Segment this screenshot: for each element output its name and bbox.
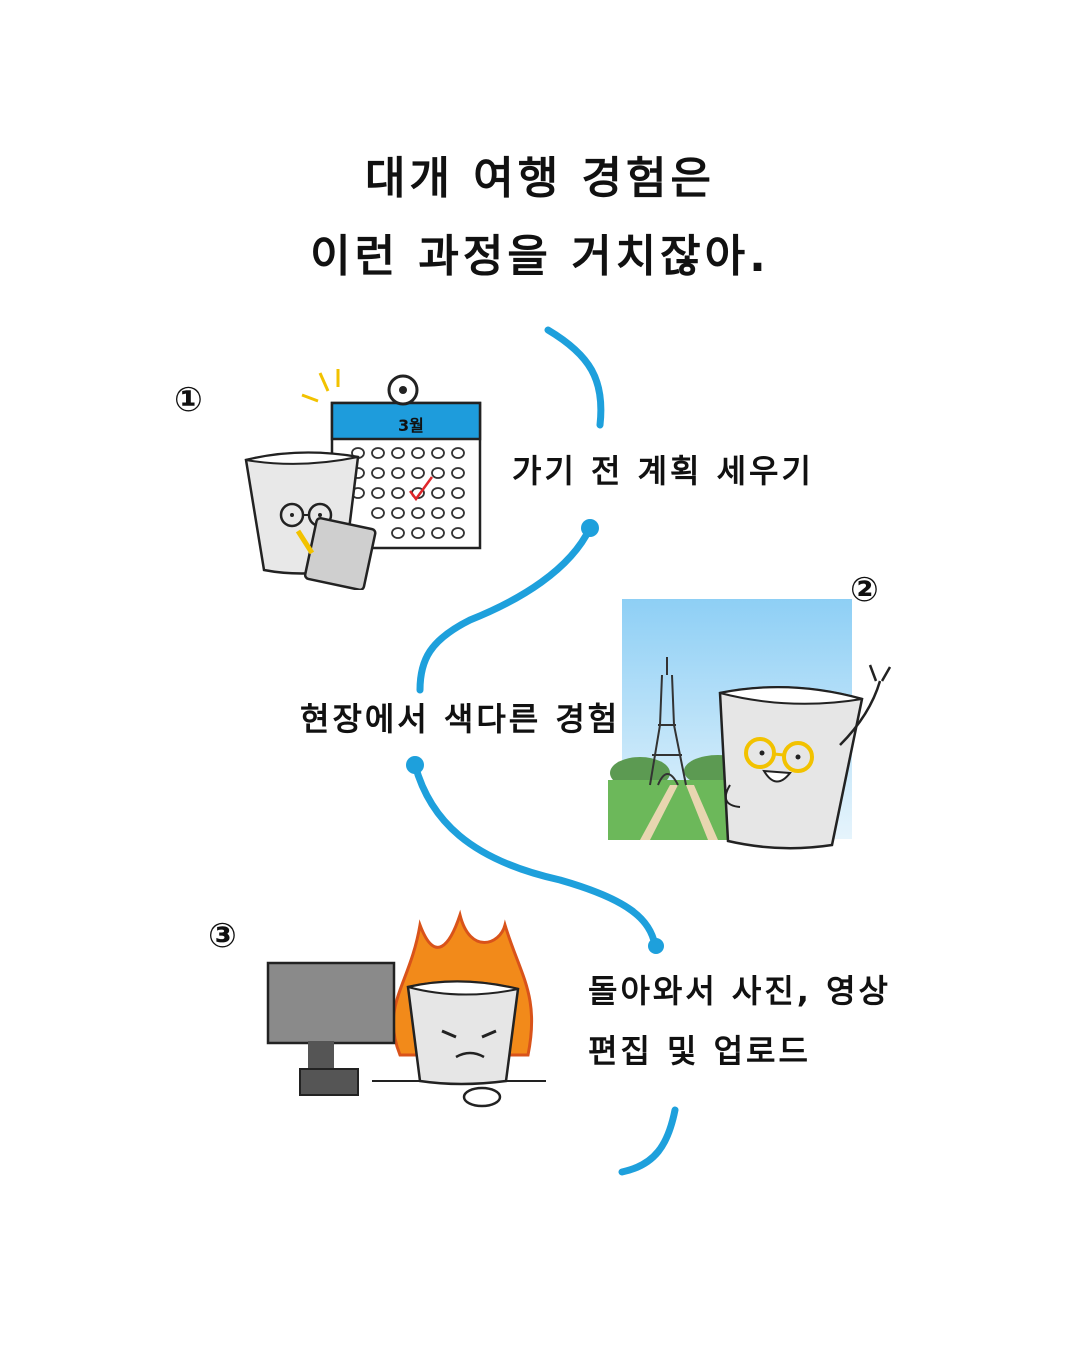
cup-character-editing — [406, 980, 520, 1086]
mouse-icon — [462, 1086, 502, 1108]
path-segment-2 — [416, 524, 594, 694]
computer-monitor-icon — [266, 961, 396, 1096]
title-line-2: 이런 과정을 거치잖아. — [310, 231, 770, 282]
step-2-number: ② — [850, 570, 879, 610]
cup-character-planning — [244, 451, 377, 590]
travel-photo — [608, 599, 892, 850]
path-dot-2 — [581, 519, 599, 537]
path-dot-3b — [648, 938, 664, 954]
eiffel-tower-icon — [649, 657, 687, 786]
step-3-number: ③ — [208, 916, 237, 956]
step-3-label-line-2: 편집 및 업로드 — [588, 1032, 811, 1070]
step-1-number: ① — [174, 380, 203, 420]
calendar-month: 3월 — [398, 416, 424, 435]
title-line-1: 대개 여행 경험은 — [365, 153, 715, 204]
cup-character-travel — [718, 664, 892, 850]
step-1-label: 가기 전 계획 세우기 — [512, 452, 814, 490]
step-2-label: 현장에서 색다른 경험 — [300, 700, 621, 738]
step-3-label-line-1: 돌아와서 사진, 영상 — [588, 972, 891, 1010]
calendar-icon: 3월 — [244, 369, 482, 590]
path-segment-4 — [618, 1106, 679, 1176]
page-title: 대개 여행 경험은 이런 과정을 거치잖아. — [0, 140, 1080, 296]
path-segment-1 — [544, 326, 605, 429]
editing-scene — [266, 909, 546, 1108]
path-segment-3 — [411, 761, 659, 949]
path-dot-3 — [406, 756, 424, 774]
